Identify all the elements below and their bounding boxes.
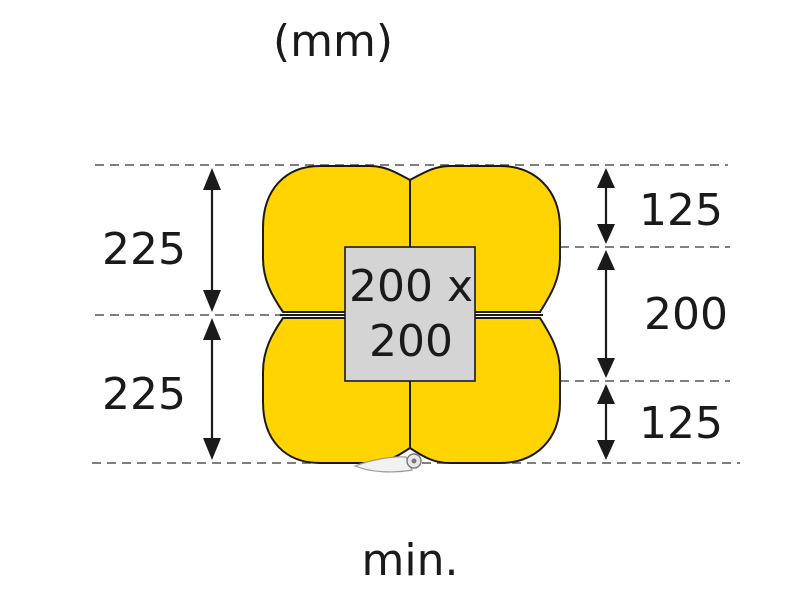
left-dimension-lower-arrow <box>203 318 221 460</box>
unit-label: (mm) <box>273 16 393 67</box>
right-dimension-middle-label: 200 <box>644 289 728 340</box>
left-dimension-lower-label: 225 <box>102 369 186 420</box>
left-dimension-upper-label: 225 <box>102 224 186 275</box>
right-dimension-bottom-arrow <box>597 384 615 460</box>
center-box-line-1: 200 x <box>349 261 473 312</box>
right-dimension-top-arrow <box>597 168 615 244</box>
minimum-note-label: min. <box>362 535 459 586</box>
left-dimension-upper-arrow <box>203 168 221 312</box>
hinge-clip-icon <box>353 453 422 473</box>
center-box-line-2: 200 <box>369 316 453 367</box>
center-column-box <box>344 246 476 382</box>
right-dimension-bottom-label: 125 <box>639 398 723 449</box>
right-dimension-top-label: 125 <box>639 185 723 236</box>
right-dimension-middle-arrow <box>597 250 615 378</box>
